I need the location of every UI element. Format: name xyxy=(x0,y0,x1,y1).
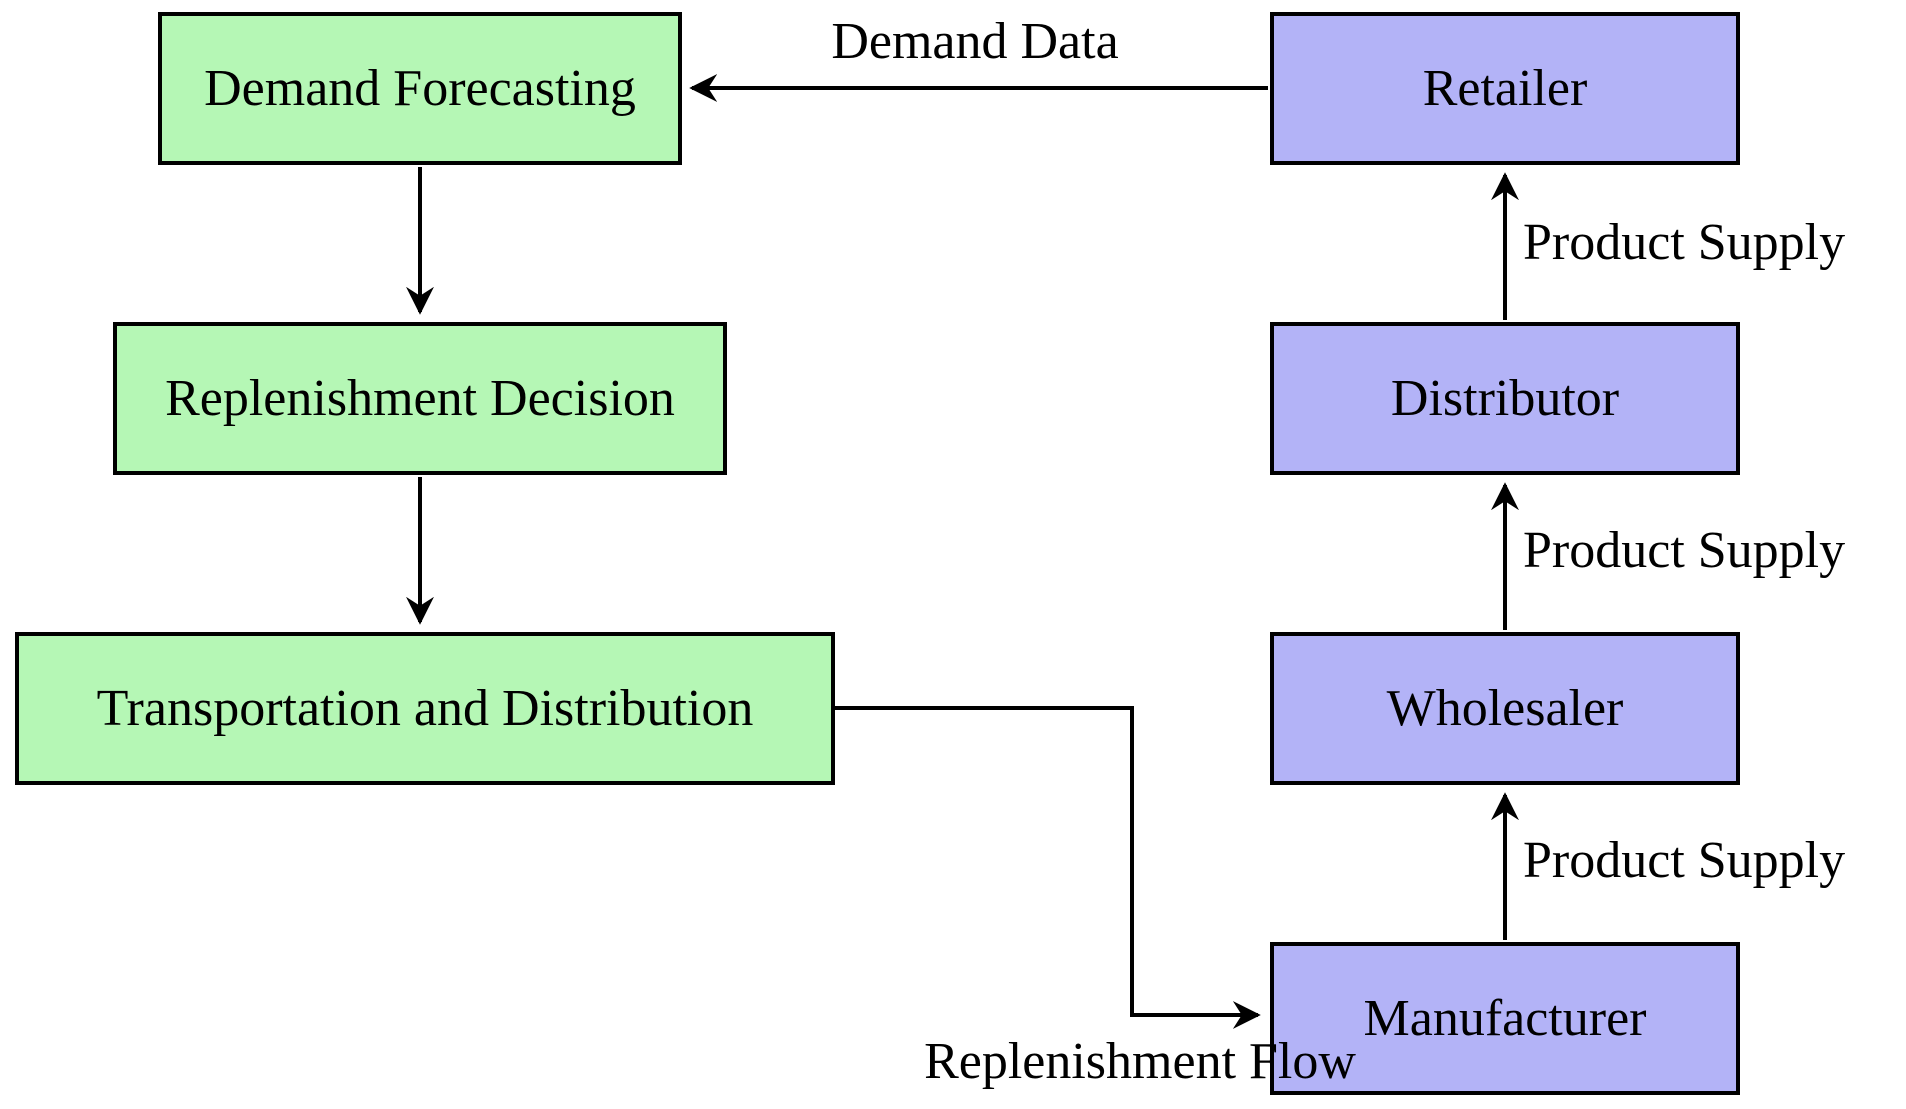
node-distributor: Distributor xyxy=(1270,322,1740,475)
node-wholesaler-label: Wholesaler xyxy=(1386,679,1624,737)
node-replenishment-decision: Replenishment Decision xyxy=(113,322,727,475)
node-retailer-label: Retailer xyxy=(1422,59,1588,117)
edge-transportation-to-manufacturer-arrow xyxy=(833,706,1261,1029)
edge-label-product-supply-distributor-retailer: Product Supply xyxy=(1523,214,1846,271)
edge-label-replenishment-flow: Replenishment Flow xyxy=(924,1033,1356,1090)
node-retailer: Retailer xyxy=(1270,12,1740,165)
edge-label-product-supply-wholesaler-distributor: Product Supply xyxy=(1523,522,1846,579)
node-manufacturer: Manufacturer xyxy=(1270,942,1740,1095)
node-manufacturer-label: Manufacturer xyxy=(1363,989,1647,1047)
node-distributor-label: Distributor xyxy=(1390,369,1620,427)
edge-label-product-supply-manufacturer-wholesaler: Product Supply xyxy=(1523,832,1846,889)
node-demand-forecasting: Demand Forecasting xyxy=(158,12,682,165)
edge-label-demand-data: Demand Data xyxy=(831,13,1119,70)
node-demand-forecasting-label: Demand Forecasting xyxy=(204,59,636,117)
node-wholesaler: Wholesaler xyxy=(1270,632,1740,785)
node-transportation-and-distribution: Transportation and Distribution xyxy=(15,632,835,785)
node-transportation-and-distribution-label: Transportation and Distribution xyxy=(96,679,754,737)
node-replenishment-decision-label: Replenishment Decision xyxy=(165,369,675,427)
